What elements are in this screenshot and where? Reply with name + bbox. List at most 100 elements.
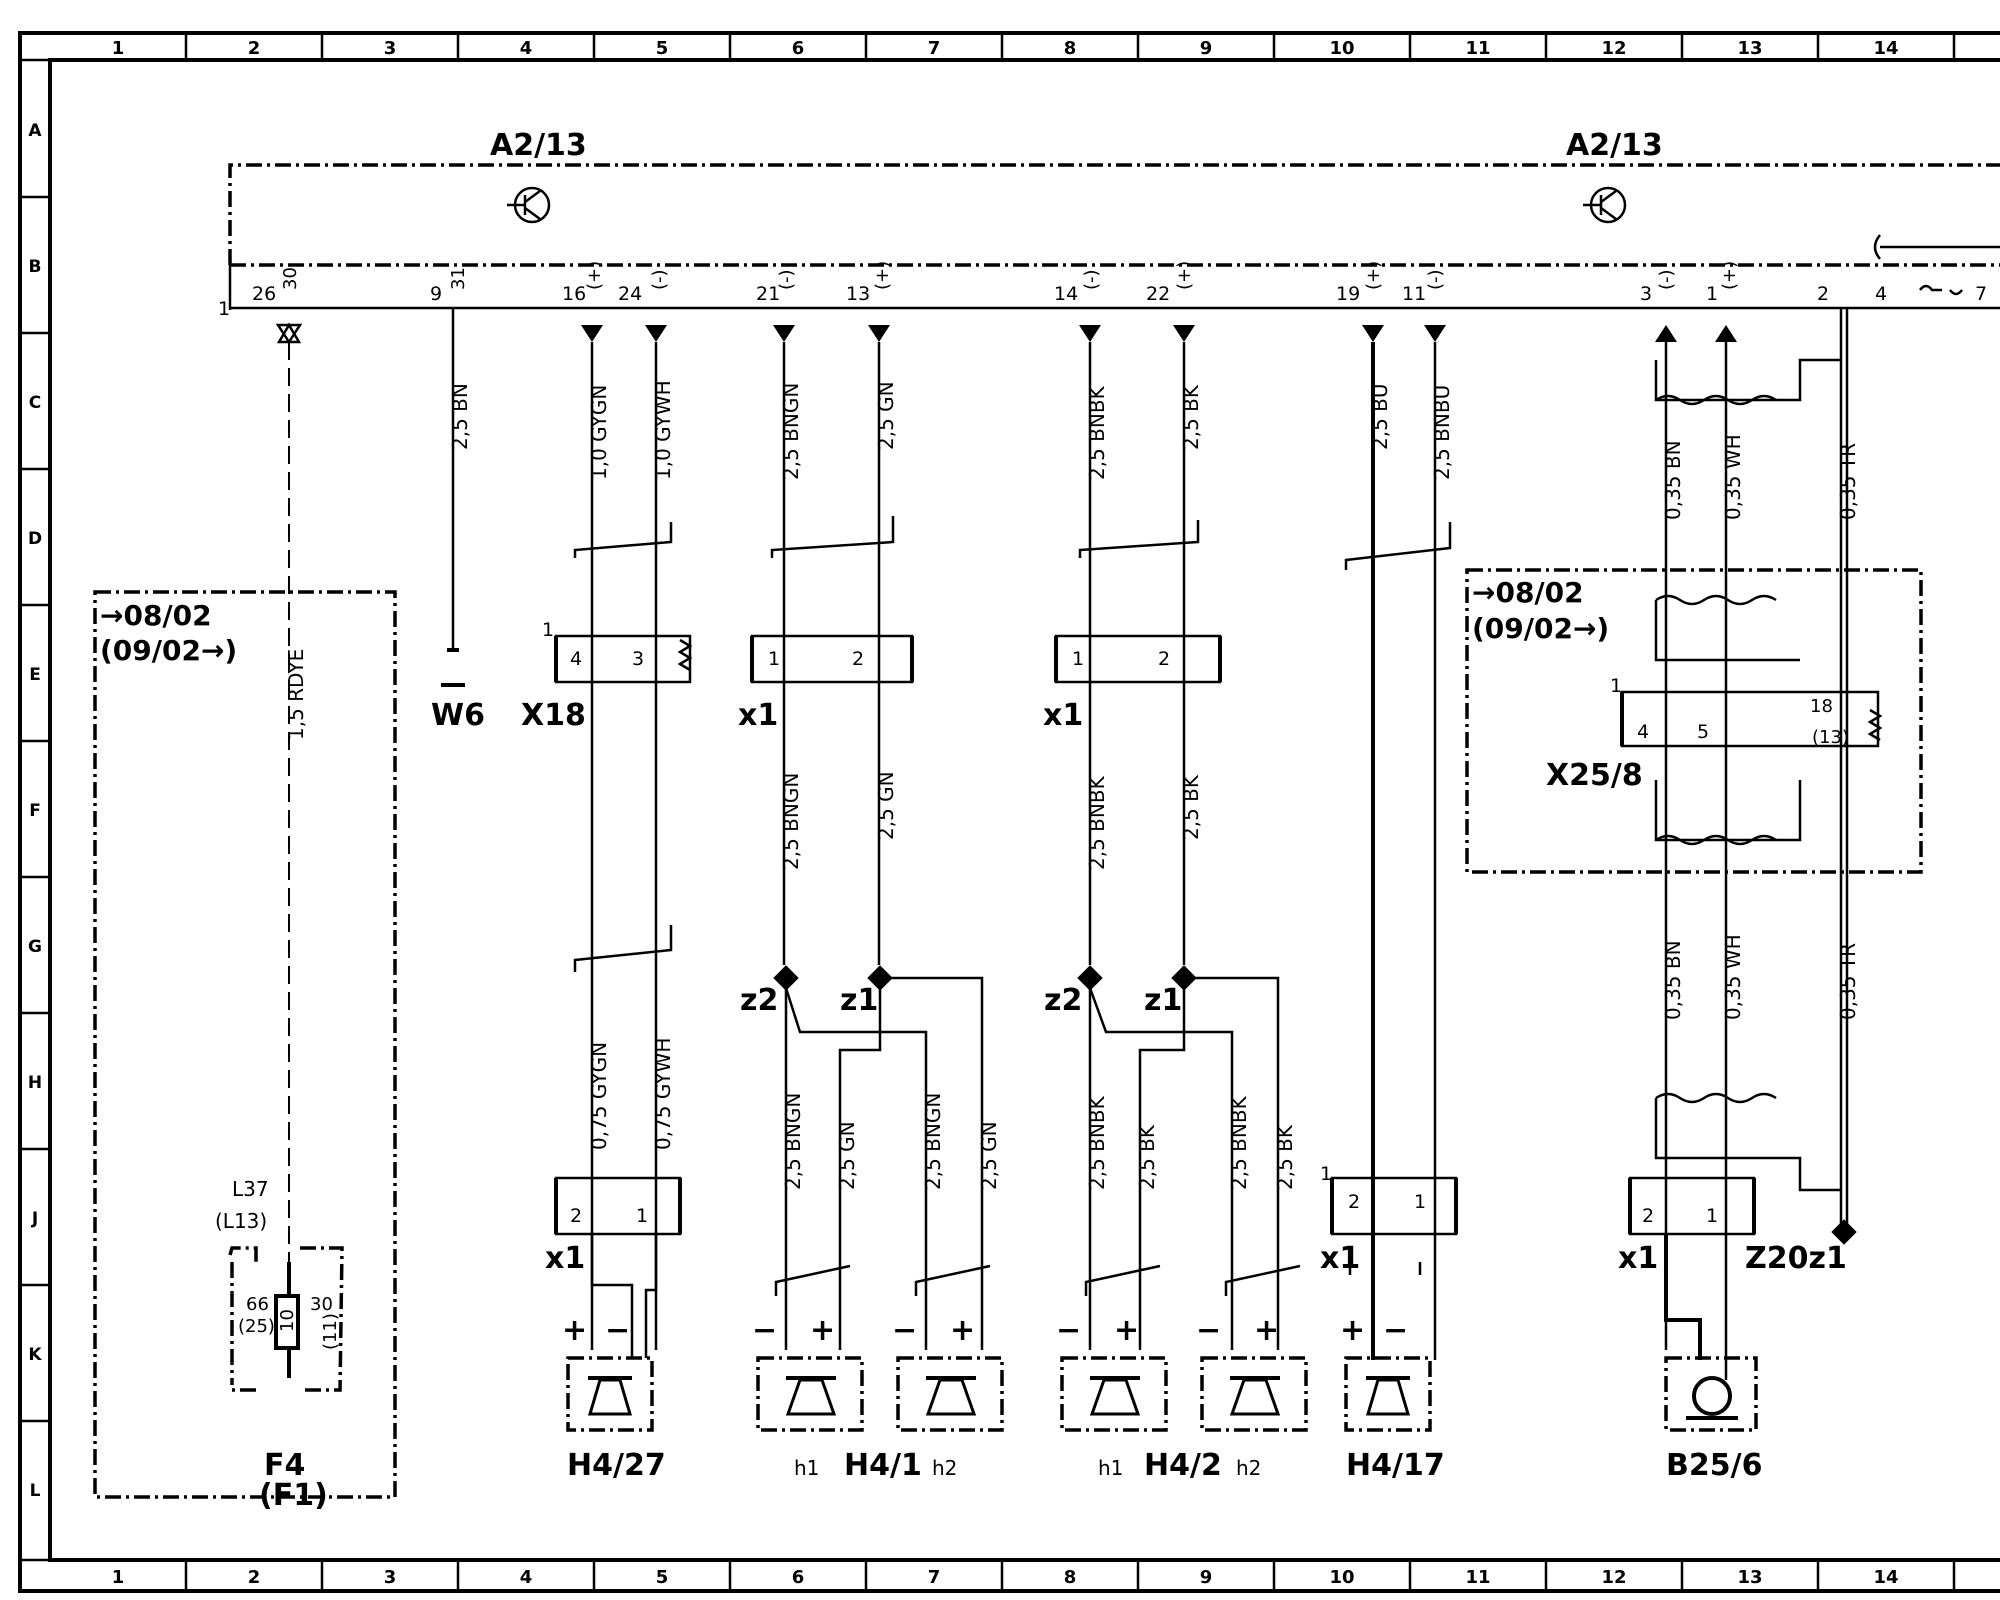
x25-pin-5: 5 — [1697, 721, 1709, 743]
col-1-top: 1 — [112, 38, 125, 59]
wire-label-bnbu: 2,5 BNBU — [1430, 385, 1454, 480]
splice-z1-a: z1 — [840, 983, 878, 1018]
wire-g-wh: 0,35 WH — [1721, 934, 1745, 1020]
speaker-minus: − — [1196, 1313, 1221, 1348]
x1-lower-10-pin-1: 1 — [1414, 1191, 1426, 1213]
speaker-h4-27-label: H4/27 — [567, 1448, 666, 1483]
pin-14-signal: (-) — [1081, 269, 1102, 290]
wire-label-bk: 2,5 BK — [1179, 384, 1203, 450]
pin-16: 16 — [562, 283, 586, 305]
connector-x1-lower-12: 2 1 x1 — [1618, 1176, 1756, 1360]
shield-icon — [1654, 358, 1841, 1192]
x1-lower-5-pin-2: 2 — [570, 1205, 582, 1227]
pin-4: 4 — [1875, 283, 1887, 305]
x1-6-pin-1: 1 — [768, 648, 780, 670]
wire-labels-lower: 0,75 GYGN 0,75 GYWH 2,5 BNGN 2,5 GN 2,5 … — [587, 1038, 1297, 1190]
speaker-icon — [1089, 1376, 1141, 1416]
speaker-minus: − — [752, 1313, 777, 1348]
row-j: J — [31, 1209, 38, 1229]
connector-x25-label: X25/8 — [1546, 758, 1643, 793]
pin-11: 11 — [1402, 283, 1426, 305]
col-2-top: 2 — [248, 38, 261, 59]
wire-label-035-tr: 0,35 TR — [1836, 443, 1860, 520]
speaker-h4-1-label: H4/1 — [844, 1448, 922, 1483]
connector-x18-number: 1 — [542, 619, 554, 641]
pin-22-signal: (+) — [1174, 261, 1195, 290]
col-10-top: 10 — [1329, 38, 1354, 59]
x1-6-pin-2: 2 — [852, 648, 864, 670]
wire-label-rdye: 1,5 RDYE — [284, 649, 308, 740]
speaker-icon — [1365, 1376, 1411, 1416]
fuse-box-f4: →08/02 (09/02→) L37 (L13) 10 66 (25) 30 … — [93, 590, 397, 1513]
wire-labels-middle: 2,5 BNGN 2,5 GN 2,5 BNBK 2,5 BK 0,35 BN … — [779, 771, 1860, 1020]
wire-label-bu: 2,5 BU — [1368, 383, 1392, 450]
wire-label-bnbk: 2,5 BNBK — [1085, 385, 1109, 480]
wire-low-gygn: 0,75 GYGN — [587, 1042, 611, 1150]
fuse-name: F4 — [264, 1448, 305, 1483]
speaker-plus: + — [562, 1313, 587, 1348]
fuse-date-from: →08/02 — [100, 599, 212, 632]
fuse-rating: 10 — [277, 1309, 298, 1332]
fuse-date-to: (09/02→) — [100, 634, 237, 667]
col-6-bottom: 6 — [792, 1567, 805, 1588]
pin-3-signal: (-) — [1656, 269, 1677, 290]
row-l: L — [30, 1481, 41, 1501]
col-5-top: 5 — [656, 38, 669, 59]
pin-9-signal: 31 — [448, 267, 469, 290]
sensor-b25-6: B25/6 — [1664, 1356, 1762, 1483]
fuse-pin-a: 66 — [246, 1294, 269, 1315]
row-g: G — [28, 937, 42, 957]
diagram-frame — [18, 31, 2000, 1593]
col-9-top: 9 — [1200, 38, 1213, 59]
speaker-plus: + — [1340, 1313, 1365, 1348]
grid-rows: A B C D E F G H J K L — [20, 121, 50, 1501]
splice-z1-b: z1 — [1144, 983, 1182, 1018]
col-7-top: 7 — [928, 38, 941, 59]
splice-z2-a: z2 — [740, 983, 778, 1018]
connector-x18: 1 4 3 X18 — [521, 619, 693, 733]
pin-13-signal: (+) — [872, 261, 893, 290]
x1-lower-5-pin-1: 1 — [636, 1205, 648, 1227]
wire-low-bk-2: 2,5 BK — [1273, 1124, 1297, 1190]
connector-w6: W6 — [431, 683, 485, 733]
pin-1: 1 — [1706, 283, 1718, 305]
col-11-bottom: 11 — [1465, 1567, 1490, 1588]
x1-8-pin-1: 1 — [1072, 648, 1084, 670]
pin-21: 21 — [756, 283, 780, 305]
pin-19-signal: (+) — [1363, 261, 1384, 290]
wire-low-gn-2: 2,5 GN — [977, 1121, 1001, 1190]
transistor-icon — [507, 186, 551, 224]
wire-g-bn: 0,35 BN — [1661, 940, 1685, 1020]
col-4-top: 4 — [520, 38, 533, 59]
wire-label-035-wh: 0,35 WH — [1721, 434, 1745, 520]
connector-x1-lower-5: 2 1 x1 — [545, 1176, 682, 1358]
col-8-top: 8 — [1064, 38, 1077, 59]
wire-label-gn: 2,5 GN — [874, 381, 898, 450]
col-14-bottom: 14 — [1873, 1567, 1898, 1588]
col-5-bottom: 5 — [656, 1567, 669, 1588]
x25-pin-18: 18 — [1810, 696, 1833, 717]
pin-2: 2 — [1817, 283, 1829, 305]
wire-low-bnbk-1: 2,5 BNBK — [1085, 1095, 1109, 1190]
wire-label-gygn: 1,0 GYGN — [587, 385, 611, 480]
pin-26-signal: 30 — [280, 267, 301, 290]
speaker-minus: − — [1056, 1313, 1081, 1348]
wire-label-bn: 2,5 BN — [448, 383, 472, 450]
wire-low-bk-1: 2,5 BK — [1135, 1124, 1159, 1190]
grid-top: 1 2 3 4 5 6 7 8 9 10 11 12 13 14 — [112, 33, 1956, 60]
x1-8-pin-2: 2 — [1158, 648, 1170, 670]
wire-arrows — [275, 322, 1737, 345]
sensor-b25-6-label: B25/6 — [1666, 1448, 1762, 1483]
speaker-plus: + — [950, 1313, 975, 1348]
wire-mid-bk: 2,5 BK — [1179, 774, 1203, 840]
col-13-bottom: 13 — [1737, 1567, 1762, 1588]
pin-21-signal: (-) — [776, 269, 797, 290]
pin-24-signal: (-) — [649, 269, 670, 290]
pin-14: 14 — [1054, 283, 1078, 305]
connector-x1-lower-10-number: 1 — [1320, 1163, 1332, 1185]
splice-z2-b: z2 — [1044, 983, 1082, 1018]
x18-pin-4: 4 — [570, 648, 582, 670]
speaker-icon — [785, 1376, 837, 1416]
col-1-bottom: 1 — [112, 1567, 125, 1588]
col-10-bottom: 10 — [1329, 1567, 1354, 1588]
